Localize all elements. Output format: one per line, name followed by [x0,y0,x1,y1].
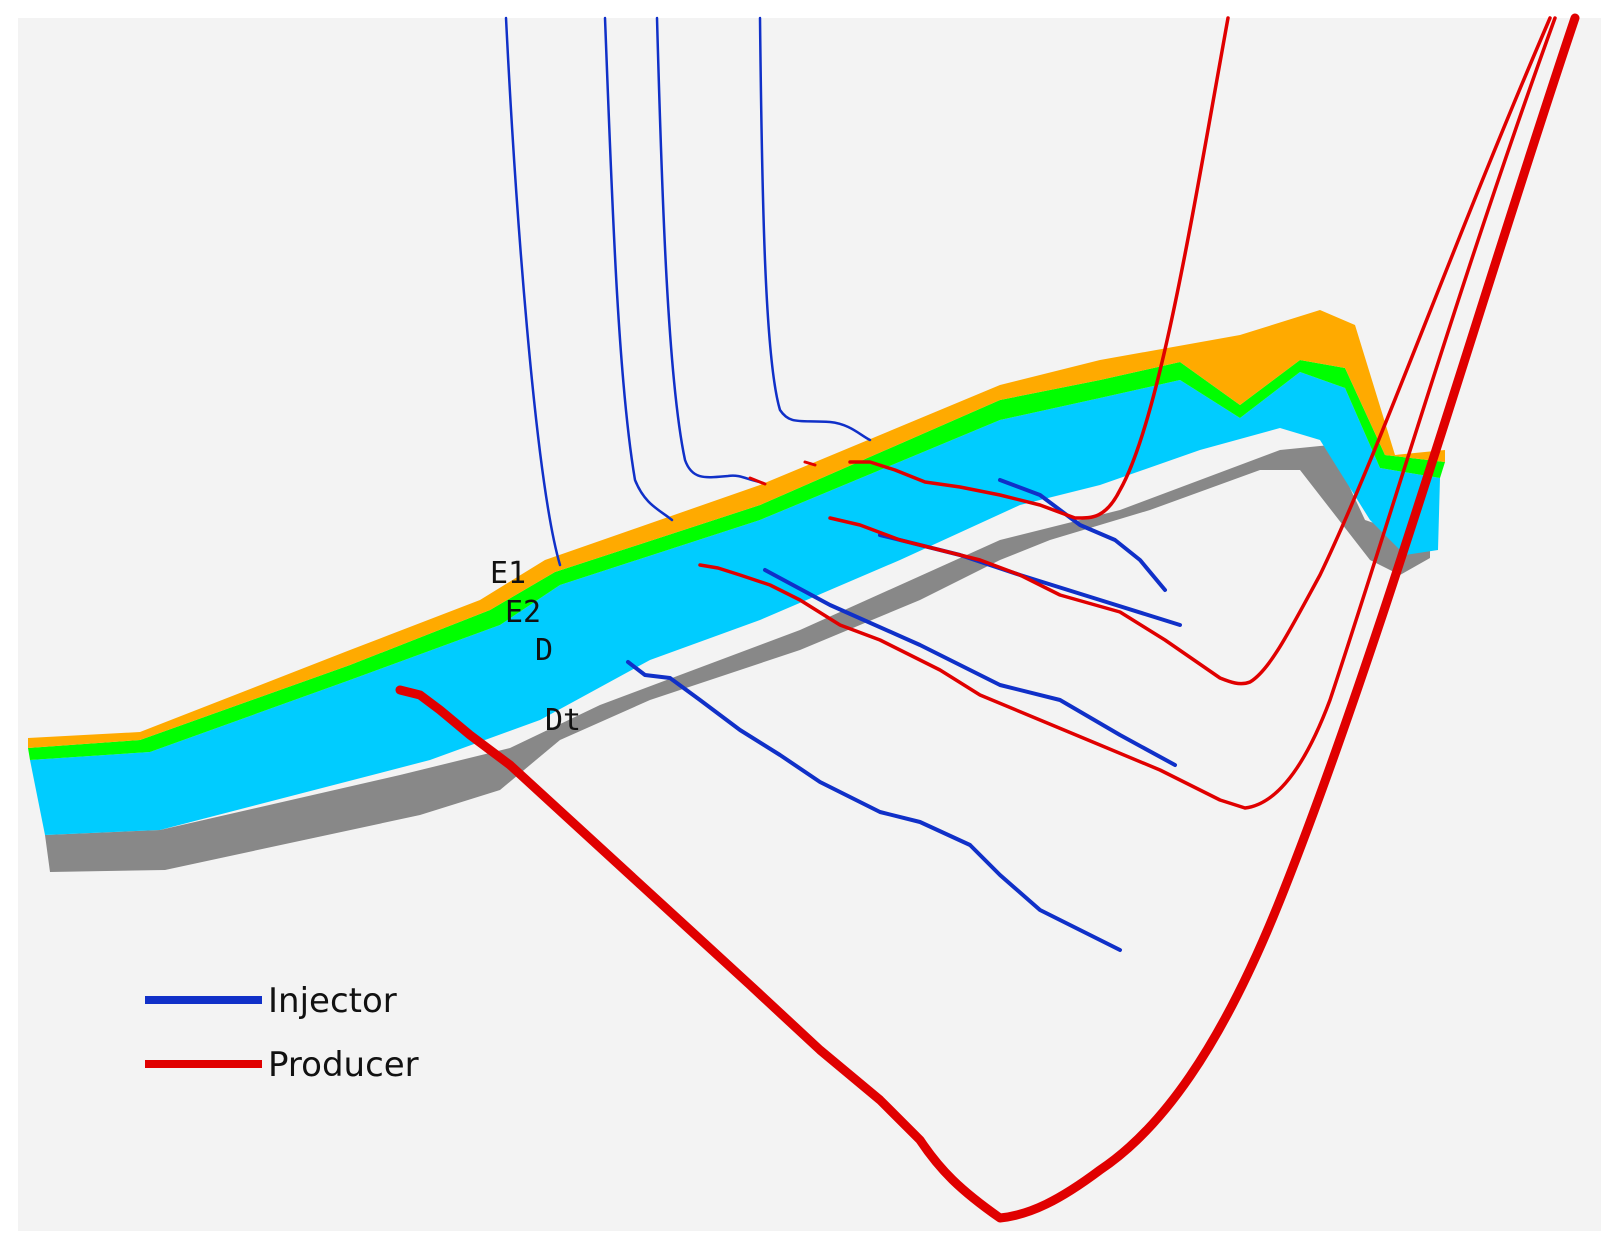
reservoir-layers [28,310,1445,872]
producer-well-4 [395,13,1580,1223]
layer-label-d: D [535,633,553,668]
injector-well-3 [655,16,762,484]
injector-lateral-a [998,478,1167,592]
injector-well-2 [603,16,674,522]
injector-lateral-d [626,660,1122,952]
injector-well-4 [758,16,872,442]
producer-well-1-stub [803,460,817,467]
producer-well-3 [698,16,1557,810]
layer-dt-band [45,445,1430,872]
layer-label-e2: E2 [505,595,541,630]
legend-producer-label: Producer [268,1045,419,1085]
producer-well-1 [848,16,1230,520]
producer-well-3-stub [748,476,767,486]
injector-lateral-c [763,568,1177,767]
legend-injector-label: Injector [268,981,397,1021]
layer-e2-band [28,360,1445,760]
layer-label-dt: Dt [545,703,581,738]
legend: Injector Producer [145,981,419,1085]
layer-e1-band [28,310,1445,748]
producer-wells [395,13,1580,1223]
layer-d-band [30,372,1440,835]
injector-wells [504,16,1182,952]
injector-well-1 [504,16,562,567]
diagram-background [18,18,1601,1231]
producer-well-2 [828,16,1552,686]
layer-label-e1: E1 [490,556,526,591]
